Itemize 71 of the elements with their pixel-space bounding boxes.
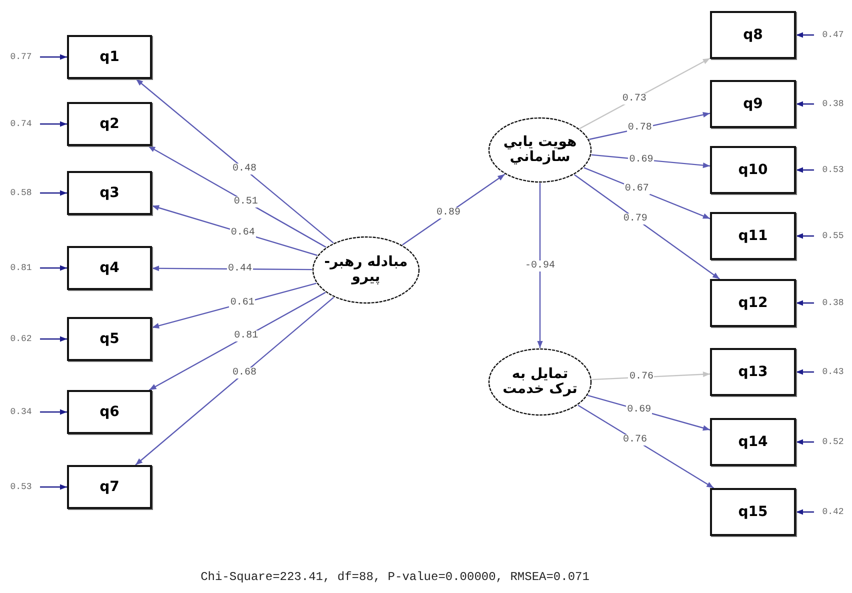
arrow bbox=[148, 145, 326, 248]
edge-label: 0.69 bbox=[626, 404, 652, 416]
arrow bbox=[796, 369, 814, 375]
edge-label: 0.61 bbox=[229, 298, 256, 309]
arrow bbox=[40, 190, 67, 196]
error-variance-label: 0.53 bbox=[814, 162, 852, 178]
latent-variable-ellipse: مبادله رهبر-پيرو bbox=[312, 236, 420, 304]
observed-variable-box: q10 bbox=[710, 146, 796, 194]
arrow bbox=[796, 439, 814, 445]
observed-variable-box: q6 bbox=[67, 390, 152, 434]
error-variance-label: 0.55 bbox=[814, 228, 852, 244]
observed-variable-box: q3 bbox=[67, 171, 152, 215]
edge-label: 0.76 bbox=[622, 434, 648, 446]
arrow bbox=[796, 167, 814, 173]
arrow bbox=[135, 296, 334, 466]
edge-label: 0.73 bbox=[621, 94, 648, 105]
error-variance-label: 0.81 bbox=[2, 260, 40, 276]
arrow bbox=[578, 404, 714, 489]
error-variance-label: 0.38 bbox=[814, 96, 852, 112]
edge-label: 0.89 bbox=[435, 208, 462, 219]
observed-variable-box: q2 bbox=[67, 102, 152, 146]
arrow bbox=[796, 101, 814, 107]
latent-variable-ellipse: تمايل به ترک خدمت bbox=[488, 348, 592, 416]
edge-label: -0.94 bbox=[524, 260, 556, 271]
arrow bbox=[40, 484, 67, 490]
observed-variable-box: q12 bbox=[710, 279, 796, 327]
observed-variable-box: q8 bbox=[710, 11, 796, 59]
error-variance-label: 0.42 bbox=[814, 504, 852, 520]
arrow bbox=[574, 174, 720, 280]
arrow bbox=[40, 265, 67, 271]
error-variance-label: 0.34 bbox=[2, 404, 40, 420]
error-variance-label: 0.47 bbox=[814, 27, 852, 43]
edge-label: 0.79 bbox=[622, 213, 648, 224]
observed-variable-box: q5 bbox=[67, 317, 152, 361]
error-variance-label: 0.74 bbox=[2, 116, 40, 132]
error-variance-label: 0.52 bbox=[814, 434, 852, 450]
arrow bbox=[796, 300, 814, 306]
edge-label: 0.68 bbox=[232, 367, 258, 378]
arrow bbox=[40, 121, 67, 127]
fit-statistics-caption: Chi-Square=223.41, df=88, P-value=0.00000, RMSEA=0.071 bbox=[200, 570, 590, 584]
error-variance-label: 0.43 bbox=[814, 364, 852, 380]
edge-label: 0.64 bbox=[230, 228, 256, 239]
edge-label: 0.51 bbox=[232, 196, 259, 208]
arrow bbox=[40, 54, 67, 60]
edge-label: 0.81 bbox=[233, 330, 260, 342]
arrow bbox=[136, 78, 334, 244]
edge-label: 0.48 bbox=[232, 164, 258, 175]
edge-label: 0.78 bbox=[626, 122, 653, 134]
arrow bbox=[537, 183, 543, 348]
observed-variable-box: q13 bbox=[710, 348, 796, 396]
observed-variable-box: q11 bbox=[710, 212, 796, 260]
observed-variable-box: q14 bbox=[710, 418, 796, 466]
arrow bbox=[796, 509, 814, 515]
observed-variable-box: q1 bbox=[67, 35, 152, 79]
observed-variable-box: q9 bbox=[710, 80, 796, 128]
edge-label: 0.69 bbox=[628, 154, 654, 165]
arrow bbox=[40, 336, 67, 342]
error-variance-label: 0.62 bbox=[2, 331, 40, 347]
observed-variable-box: q15 bbox=[710, 488, 796, 536]
arrow bbox=[40, 409, 67, 415]
arrow bbox=[796, 32, 814, 38]
observed-variable-box: q7 bbox=[67, 465, 152, 509]
error-variance-label: 0.53 bbox=[2, 479, 40, 495]
arrow bbox=[796, 233, 814, 239]
error-variance-label: 0.38 bbox=[814, 295, 852, 311]
arrow bbox=[148, 292, 326, 391]
error-variance-label: 0.58 bbox=[2, 185, 40, 201]
latent-variable-ellipse: هويت يابي سازماني bbox=[488, 117, 592, 183]
edge-label: 0.67 bbox=[624, 184, 650, 195]
error-variance-label: 0.77 bbox=[2, 49, 40, 65]
observed-variable-box: q4 bbox=[67, 246, 152, 290]
